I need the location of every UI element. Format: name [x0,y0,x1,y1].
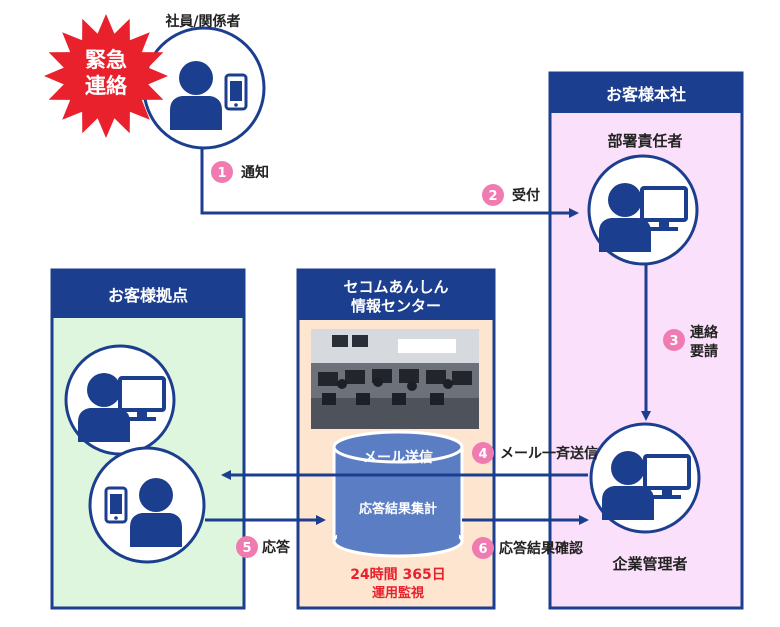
step-badge [482,184,504,206]
branch-title: お客様拠点 [108,286,188,305]
monitor-line2: 運用監視 [372,585,424,601]
step-label-line1: 連絡 [690,324,719,341]
branch-panel: お客様拠点 [50,268,246,610]
employee-label: 社員/関係者 [164,13,240,30]
step-label-line2: 要請 [690,343,718,360]
step-number: 6 [478,542,487,557]
step-1: 1 通知 [211,161,269,183]
monitoring-room-photo [311,329,479,429]
step-5: 5 応答 [236,536,291,558]
arrow-notify [200,148,579,218]
step-label: 応答結果確認 [499,540,583,557]
step-badge [211,161,233,183]
step-badge [236,536,258,558]
step-number: 4 [478,447,487,462]
db-top-label: メール送信 [363,449,433,466]
dept-head-node [587,154,699,266]
admin-node [589,422,701,534]
step-number: 2 [488,189,497,204]
hq-title: お客様本社 [606,85,686,104]
step-badge [472,537,494,559]
step-badge [663,329,685,351]
step-number: 1 [217,166,226,181]
emergency-line1: 緊急 [85,48,127,72]
step-number: 5 [242,541,251,556]
monitor-line1: 24時間 365日 [350,566,446,583]
step-number: 3 [669,334,678,349]
db-body-label: 応答結果集計 [359,501,437,517]
step-6: 6 応答結果確認 [472,537,583,559]
step-badge [472,442,494,464]
step-label: 応答 [262,539,291,556]
branch-phone-node [88,446,206,564]
center-title-line1: セコムあんしん [343,278,448,296]
starburst-shape [44,14,168,138]
step-2: 2 受付 [482,184,540,206]
database-cylinder: メール送信 応答結果集計 [332,430,464,558]
step-3: 3 連絡 要請 [663,324,719,360]
employee-node [142,26,266,150]
emergency-starburst: 緊急 連絡 [44,14,168,138]
smartphone-icon [224,73,248,111]
admin-label: 企業管理者 [611,555,687,573]
step-4: 4 メール一斉送信 [472,442,598,464]
emergency-line2: 連絡 [85,74,128,98]
step-label: 通知 [241,164,269,181]
step-label: メール一斉送信 [500,445,598,462]
center-title-line2: 情報センター [351,297,441,315]
smartphone-icon [104,486,128,524]
branch-pc-node [64,344,176,456]
dept-head-label: 部署責任者 [607,132,682,150]
step-label: 受付 [512,187,540,204]
